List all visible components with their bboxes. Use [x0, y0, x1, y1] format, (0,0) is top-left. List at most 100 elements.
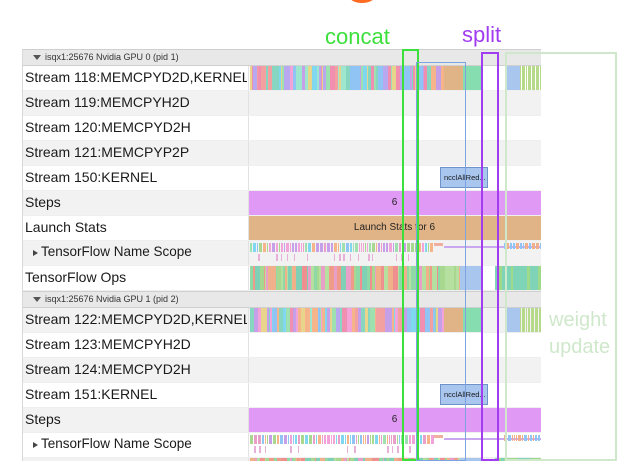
track-timeline[interactable] — [248, 358, 541, 382]
track-segment — [311, 266, 314, 290]
chevron-down-icon[interactable] — [33, 55, 41, 60]
track-segment — [334, 458, 336, 461]
track-row[interactable]: Stream 120:MEMCPYD2H — [23, 116, 541, 141]
track-segment — [367, 243, 368, 252]
track-row[interactable]: Stream 151:KERNEL ncclAllRed... — [23, 383, 541, 408]
track-segment — [412, 435, 415, 444]
track-segment — [274, 458, 277, 461]
nccl-allreduce-block[interactable]: ncclAllRed... — [440, 167, 488, 188]
track-segment — [262, 435, 264, 444]
trace-viewer-panel[interactable]: isqx1:25676 Nvidia GPU 0 (pid 1)Stream 1… — [22, 49, 541, 461]
steps-bar[interactable] — [248, 191, 541, 215]
track-segment — [306, 458, 311, 461]
track-segment — [350, 243, 352, 252]
track-timeline[interactable] — [248, 241, 541, 265]
track-segment — [442, 308, 445, 332]
track-segment — [292, 243, 294, 252]
track-segment — [433, 458, 434, 461]
steps-bar[interactable] — [248, 408, 541, 432]
track-segment — [359, 243, 360, 252]
track-timeline[interactable] — [248, 333, 541, 357]
track-segment — [352, 435, 355, 444]
track-segment — [292, 266, 296, 290]
track-timeline[interactable] — [248, 116, 541, 140]
track-segment — [295, 243, 297, 252]
track-segment — [426, 266, 429, 290]
track-segment — [269, 243, 271, 252]
track-segment — [320, 458, 325, 461]
track-segment — [296, 458, 297, 461]
track-segment — [444, 66, 463, 90]
track-segment — [370, 266, 371, 290]
track-segment — [322, 308, 325, 332]
track-segment — [398, 266, 399, 290]
track-row[interactable]: TensorFlow Name Scope — [23, 241, 541, 266]
track-segment — [276, 66, 279, 90]
track-row[interactable]: Stream 118:MEMCPYD2D,KERNEL,ME — [23, 66, 541, 91]
track-segment — [337, 266, 341, 290]
chevron-right-icon[interactable] — [33, 250, 38, 256]
track-segment — [367, 266, 370, 290]
track-timeline[interactable] — [248, 266, 541, 290]
track-timeline[interactable] — [248, 141, 541, 165]
track-row[interactable]: TensorFlow Name Scope — [23, 433, 541, 458]
track-segment — [420, 308, 425, 332]
group-header[interactable]: isqx1:25676 Nvidia GPU 1 (pid 2) — [23, 291, 541, 308]
launch-stats-bar[interactable] — [248, 216, 541, 240]
track-segment — [356, 435, 357, 444]
track-row-label: Stream 151:KERNEL — [25, 386, 158, 402]
track-segment — [333, 458, 334, 461]
track-segment — [409, 308, 411, 332]
track-segment — [329, 266, 334, 290]
track-segment — [284, 66, 286, 90]
track-segment — [286, 308, 290, 332]
chevron-right-icon[interactable] — [33, 442, 38, 448]
track-segment — [532, 66, 535, 90]
track-segment — [430, 243, 433, 252]
track-segment — [536, 66, 539, 90]
track-timeline[interactable] — [248, 66, 541, 90]
track-segment — [379, 458, 383, 461]
track-row[interactable]: Stream 121:MEMCPYP2P — [23, 141, 541, 166]
track-segment — [341, 266, 342, 290]
track-segment — [277, 266, 281, 290]
track-segment — [281, 266, 283, 290]
track-timeline[interactable] — [248, 91, 541, 115]
chevron-down-icon[interactable] — [33, 297, 41, 302]
track-segment — [392, 308, 394, 332]
track-timeline[interactable]: Launch Stats for 6 — [248, 216, 541, 240]
track-timeline[interactable]: 6 — [248, 408, 541, 432]
group-header[interactable]: isqx1:25676 Nvidia GPU 0 (pid 1) — [23, 49, 541, 66]
track-segment — [401, 254, 403, 261]
track-segment — [316, 243, 319, 252]
track-segment — [415, 308, 416, 332]
track-row[interactable]: Stream 124:MEMCPYD2H — [23, 358, 541, 383]
nccl-allreduce-block[interactable]: ncclAllRed... — [440, 384, 488, 405]
track-segment — [416, 435, 419, 444]
track-timeline[interactable]: 6 — [248, 191, 541, 215]
track-segment — [335, 66, 338, 90]
track-segment — [450, 458, 454, 461]
track-timeline[interactable] — [248, 308, 541, 332]
track-row[interactable]: TensorFlow Ops — [23, 266, 541, 291]
track-timeline[interactable] — [248, 433, 541, 457]
track-row[interactable]: Stream 122:MEMCPYD2D,KERNEL,MI — [23, 308, 541, 333]
track-segment — [391, 435, 392, 444]
track-segment — [363, 243, 364, 252]
track-segment — [383, 243, 385, 252]
track-row[interactable]: Stream 123:MEMCPYH2D — [23, 333, 541, 358]
track-timeline[interactable]: ncclAllRed... — [248, 166, 541, 190]
track-segment — [288, 435, 289, 444]
track-segment — [510, 243, 512, 249]
track-row[interactable]: Stream 119:MEMCPYH2D — [23, 91, 541, 116]
track-timeline[interactable]: ncclAllRed... — [248, 383, 541, 407]
track-segment — [317, 266, 319, 290]
track-segment — [384, 266, 388, 290]
track-segment — [520, 66, 521, 90]
track-segment — [512, 435, 513, 441]
track-segment — [398, 308, 403, 332]
